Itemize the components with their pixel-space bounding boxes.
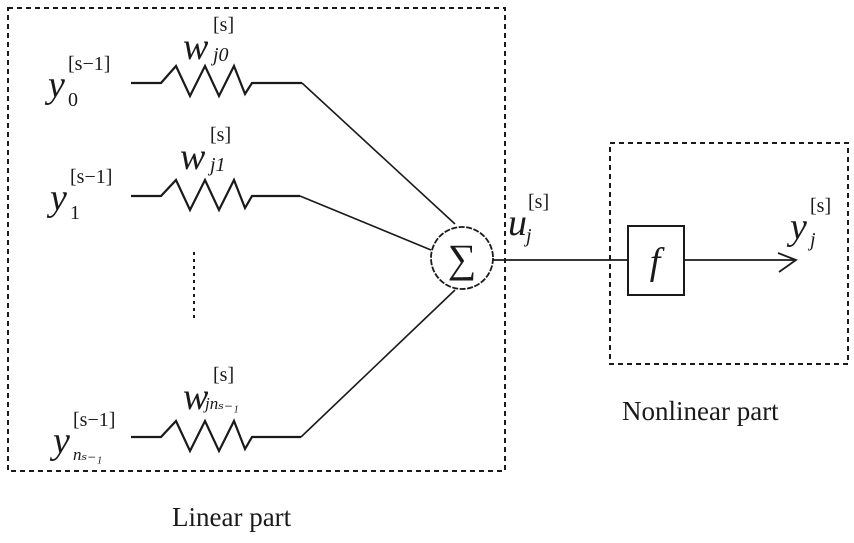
nonlinear-part-box bbox=[609, 142, 849, 365]
edge-input-0-to-sum bbox=[301, 82, 456, 225]
linear-part-box bbox=[7, 7, 506, 472]
input-0-sub: 0 bbox=[68, 89, 78, 111]
weight-n-sub: jnₛ₋₁ bbox=[205, 394, 239, 413]
edge-input-n-to-sum bbox=[300, 289, 456, 438]
input-label-n: y [s−1] nₛ₋₁ bbox=[53, 410, 115, 463]
input-0-sup: [s−1] bbox=[68, 53, 111, 75]
weight-n-sup: [s] bbox=[213, 364, 235, 386]
weight-label-0: w [s] j0 bbox=[183, 15, 234, 68]
weight-1-sup: [s] bbox=[210, 124, 232, 146]
output-base: y bbox=[790, 206, 807, 248]
weight-n-base: w bbox=[183, 376, 209, 418]
summation-node bbox=[430, 226, 494, 290]
weight-label-n: w [s] jnₛ₋₁ bbox=[183, 365, 239, 418]
output-label: y [s] j bbox=[790, 196, 831, 250]
input-label-0: y [s−1] 0 bbox=[48, 54, 110, 110]
weight-label-1: w [s] j1 bbox=[180, 125, 231, 178]
input-1-base: y bbox=[50, 177, 67, 219]
input-n-base: y bbox=[53, 420, 70, 462]
linear-part-caption: Linear part bbox=[172, 502, 292, 532]
net-input-sub: j bbox=[526, 225, 532, 247]
net-input-base: u bbox=[508, 202, 527, 244]
net-input-sup: [s] bbox=[528, 191, 550, 213]
input-1-sup: [s−1] bbox=[70, 166, 113, 188]
input-0-base: y bbox=[48, 64, 65, 106]
weight-1-sub: j1 bbox=[210, 154, 226, 176]
net-input-label: u [s] j bbox=[508, 192, 549, 246]
output-sub: j bbox=[810, 229, 816, 251]
weight-resistor-0 bbox=[131, 63, 302, 99]
input-n-sup: [s−1] bbox=[73, 409, 116, 431]
input-1-sub: 1 bbox=[70, 202, 80, 224]
weight-0-base: w bbox=[183, 26, 209, 68]
weight-resistor-1 bbox=[131, 177, 300, 213]
input-label-1: y [s−1] 1 bbox=[50, 167, 112, 223]
output-sup: [s] bbox=[810, 195, 832, 217]
weight-1-base: w bbox=[180, 136, 206, 178]
weight-0-sub: j0 bbox=[213, 44, 229, 66]
output-arrowhead bbox=[777, 252, 798, 273]
edge-input-1-to-sum bbox=[299, 195, 432, 251]
summation-symbol: ∑ bbox=[448, 236, 477, 281]
weight-0-sup: [s] bbox=[213, 14, 235, 36]
input-n-sub: nₛ₋₁ bbox=[73, 445, 103, 464]
weight-resistor-n bbox=[131, 418, 301, 454]
nonlinear-part-caption: Nonlinear part bbox=[622, 396, 779, 426]
